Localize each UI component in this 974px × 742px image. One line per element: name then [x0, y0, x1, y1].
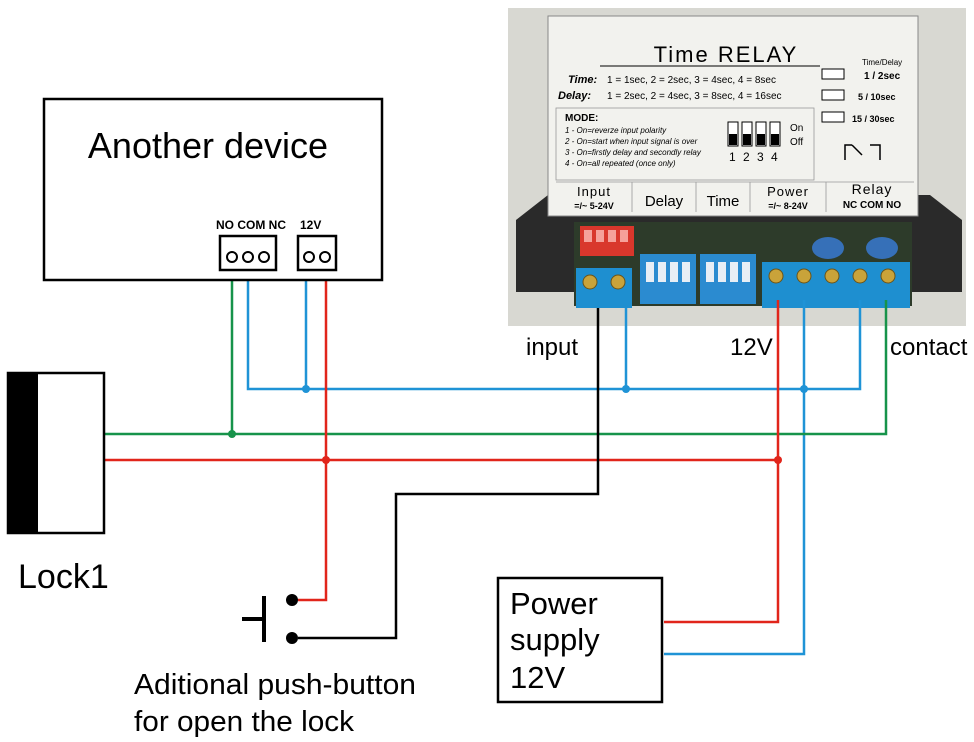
relay-title: Time RELAY [654, 42, 799, 67]
relay-col-time: Time [707, 193, 740, 210]
relay-col-relay: Relay [852, 181, 893, 197]
relay-time-delay-header: Time/Delay [862, 58, 902, 67]
another-device-power-terminals[interactable] [296, 234, 338, 272]
push-button-label-line2: for open the lock [134, 706, 355, 738]
relay-delay-text: 1 = 2sec, 2 = 4sec, 3 = 8sec, 4 = 16sec [607, 91, 782, 102]
power-supply: Power supply 12V [496, 576, 664, 704]
another-device: Another device NO COM NC 12V [42, 97, 384, 282]
relay-col-relay-contacts: NC COM NO [843, 200, 902, 211]
push-button[interactable] [242, 594, 298, 644]
relay-mode-1: 1 - On=reverze input polarity [565, 126, 667, 135]
wire-green-lock [104, 300, 888, 436]
relay-delay-label: Delay: [558, 90, 591, 102]
relay-col-input-voltage: =/~ 5-24V [574, 201, 614, 211]
relay-col-delay: Delay [645, 193, 684, 210]
relay-capacitor [866, 237, 898, 259]
relay-capacitor [812, 237, 844, 259]
relay-contact-symbol [844, 144, 881, 160]
wire-blue-com [246, 262, 626, 391]
lock-magnet [8, 373, 38, 533]
relay-label-contact: contact [890, 334, 968, 361]
lock-label: Lock1 [18, 558, 109, 596]
relay-col-power-voltage: =/~ 8-24V [768, 201, 808, 211]
relay-mode-4: 4 - On=all repeated (once only) [565, 159, 676, 168]
relay-mode-3: 3 - On=firstly delay and secondly relay [565, 148, 702, 157]
relay-td-switch-icons [821, 68, 845, 123]
relay-dip-numbers: 1 2 3 4 [729, 150, 780, 164]
another-device-power-label: 12V [300, 218, 321, 232]
wire-black-input [298, 308, 600, 640]
relay-td-3: 15 / 30sec [852, 114, 895, 124]
wire-junctions [228, 385, 808, 464]
relay-label-input: input [526, 334, 578, 361]
wires [104, 262, 888, 656]
relay-input-terminal-block[interactable] [576, 268, 632, 308]
relay-mode-box [555, 107, 815, 181]
relay-td-1: 1 / 2sec [864, 71, 901, 82]
relay-mode-label: MODE: [565, 113, 598, 124]
push-button-label-line1: Aditional push-button [134, 669, 416, 701]
relay-dip-on: On [790, 123, 803, 134]
relay-time-text: 1 = 1sec, 2 = 2sec, 3 = 4sec, 4 = 8sec [607, 75, 776, 86]
power-supply-line2: supply [510, 622, 600, 657]
relay-mode-dip-graphic [727, 121, 781, 147]
wire-red-power [664, 300, 780, 624]
relay-label-12v: 12V [730, 334, 773, 361]
relay-mode-2: 2 - On=start when input signal is over [564, 137, 698, 146]
time-relay-module: Time RELAY Time: 1 = 1sec, 2 = 2sec, 3 =… [508, 8, 966, 326]
relay-time-label: Time: [568, 74, 597, 86]
lock1: Lock1 [6, 371, 109, 596]
power-supply-box [496, 576, 664, 704]
relay-dip-off: Off [790, 137, 803, 148]
wire-blue-power [664, 300, 806, 656]
relay-col-power: Power [767, 184, 809, 199]
relay-label-plate [547, 15, 919, 217]
relay-td-2: 5 / 10sec [858, 92, 896, 102]
wire-blue-relay-com [626, 300, 862, 391]
another-device-title: Another device [88, 125, 328, 166]
wire-red-device-12v [298, 262, 328, 602]
power-supply-line1: Power [510, 586, 598, 621]
another-device-contacts-label: NO COM NC [216, 218, 286, 232]
power-supply-line3: 12V [510, 660, 565, 695]
relay-col-input: Input [577, 184, 611, 199]
